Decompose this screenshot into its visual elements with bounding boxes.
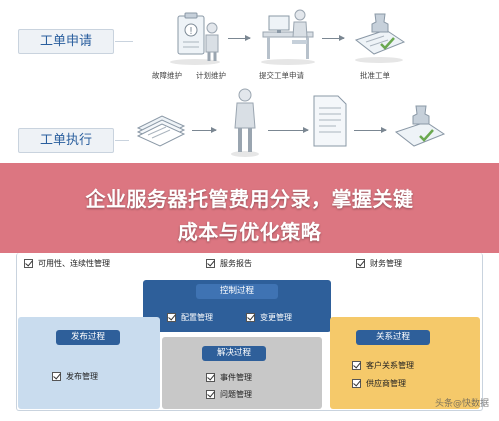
checkbox-icon: [52, 372, 61, 381]
item-label: 变更管理: [260, 313, 292, 322]
section-apply-rule: [115, 41, 133, 42]
section-execute-title: 工单执行: [18, 128, 114, 153]
execute-arrow-3: [354, 126, 387, 133]
checkbox-icon: [356, 259, 365, 268]
apply-step-1: 故障维护: [152, 71, 182, 80]
release-process-title: 发布过程: [56, 330, 120, 345]
checkbox-icon: [206, 373, 215, 382]
checkbox-icon: [24, 259, 33, 268]
checkbox-icon: [352, 379, 361, 388]
resolve-item-2: 问题管理: [206, 389, 252, 400]
apply-step-3: 提交工单申请: [259, 71, 304, 80]
relation-item-1: 客户关系管理: [352, 360, 414, 371]
item-label: 供应商管理: [366, 379, 406, 388]
top-left-item-2: 可用性、连续性管理: [24, 258, 110, 269]
checkbox-icon: [246, 313, 255, 322]
title-banner: [0, 163, 499, 253]
source-watermark: 头条@快数据: [434, 399, 489, 409]
maintenance-record-illustration: [313, 95, 347, 147]
relation-item-2: 供应商管理: [352, 378, 406, 389]
resolve-process-title: 解决过程: [202, 346, 266, 361]
control-item-1: 配置管理: [167, 312, 213, 323]
control-process-title: 控制过程: [196, 284, 278, 299]
banner-title-line-2: 成本与优化策略: [177, 220, 322, 244]
control-item-2: 变更管理: [246, 312, 292, 323]
order-complete-illustration: [394, 105, 446, 147]
section-execute-rule: [115, 140, 129, 141]
item-label: 问题管理: [220, 390, 252, 399]
item-label: 服务报告: [220, 259, 252, 268]
approve-order-illustration: [354, 13, 406, 63]
apply-step-2: 计划维护: [196, 71, 226, 80]
checkbox-icon: [352, 361, 361, 370]
execute-arrow-1: [192, 126, 217, 133]
execute-arrow-2: [268, 126, 309, 133]
item-label: 配置管理: [181, 313, 213, 322]
apply-arrow-1: [228, 34, 251, 41]
item-label: 客户关系管理: [366, 361, 414, 370]
item-label: 可用性、连续性管理: [38, 259, 110, 268]
item-label: 财务管理: [370, 259, 402, 268]
item-label: 发布管理: [66, 372, 98, 381]
top-right-item-2: 财务管理: [356, 258, 402, 269]
release-item-1: 发布管理: [52, 371, 98, 382]
svg-text:!: !: [189, 26, 193, 37]
apply-arrow-2: [322, 34, 345, 41]
maintenance-request-illustration: !: [170, 12, 220, 65]
item-label: 事件管理: [220, 373, 252, 382]
apply-step-4: 批准工单: [360, 71, 390, 80]
executing-worker-illustration: [231, 88, 259, 157]
relation-process-title: 关系过程: [356, 330, 430, 345]
section-apply-title: 工单申请: [18, 29, 114, 54]
top-middle-item-1: 服务报告: [206, 258, 252, 269]
checkbox-icon: [167, 313, 176, 322]
submit-request-illustration: [261, 9, 315, 65]
approved-orders-illustration: [136, 115, 186, 147]
banner-title-line-1: 企业服务器托管费用分录，掌握关键: [85, 187, 414, 211]
resolve-item-1: 事件管理: [206, 372, 252, 383]
checkbox-icon: [206, 390, 215, 399]
checkbox-icon: [206, 259, 215, 268]
